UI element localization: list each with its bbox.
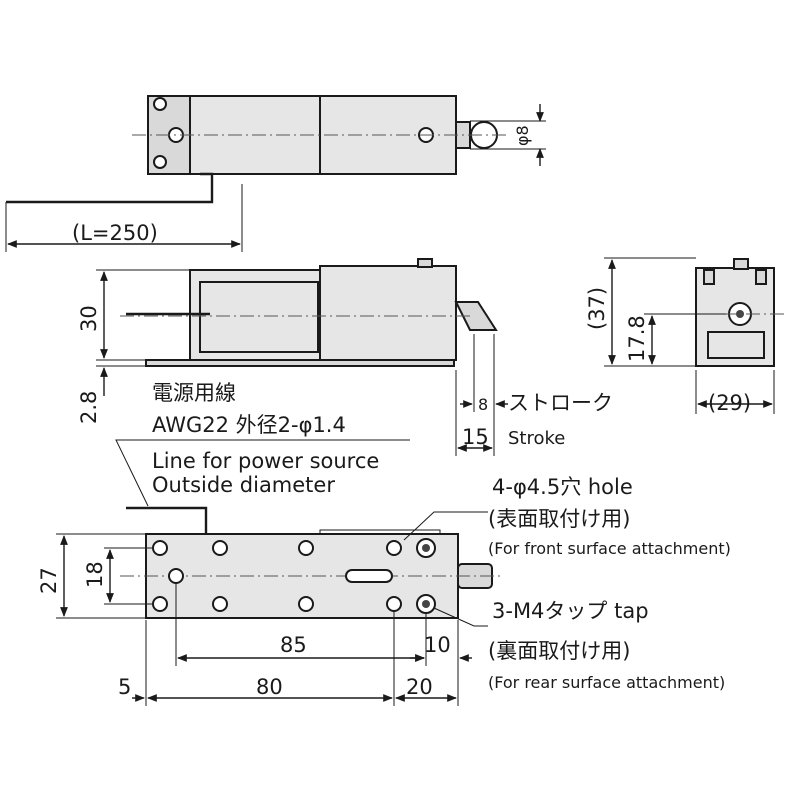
- label-dim-20: 20: [406, 675, 433, 699]
- label-dim-80: 80: [256, 675, 283, 699]
- front-slot: [345, 569, 393, 583]
- side-body-section: [319, 265, 457, 361]
- front-screw-5: [298, 540, 314, 556]
- tap-leader: [433, 607, 488, 627]
- label-power-jp: 電源用線: [152, 381, 236, 405]
- label-dim-10: 10: [424, 633, 451, 657]
- top-body-section: [319, 95, 457, 175]
- label-top-dia: φ8: [513, 125, 532, 146]
- label-stroke-15: 15: [462, 425, 489, 449]
- front-view: 27 18 85 10 5 80 20: [37, 506, 500, 706]
- label-power-en1: Line for power source: [152, 449, 379, 473]
- front-screw-4: [212, 540, 228, 556]
- front-wire: [126, 506, 208, 534]
- front-screw-1: [152, 540, 168, 556]
- side-coil-window: [199, 281, 319, 353]
- label-stroke-jp: ストローク: [508, 391, 613, 415]
- label-dim-18: 18: [83, 561, 107, 588]
- side-view: 30 2.8 8 ストローク 15 Stroke: [77, 258, 613, 456]
- top-view: (L=250) φ8: [5, 95, 546, 252]
- label-rear-jp: (裏面取付け用): [488, 639, 630, 663]
- label-dim-85: 85: [280, 633, 307, 657]
- label-height-17-8: 17.8: [625, 315, 649, 362]
- label-power-en2: Outside diameter: [152, 473, 335, 497]
- end-window: [707, 331, 765, 359]
- label-tap: 3-M4タップ tap: [492, 599, 649, 623]
- side-plunger: [454, 301, 498, 331]
- front-screw-8: [386, 540, 402, 556]
- label-width-29: (29): [708, 391, 751, 415]
- top-screw-3: [153, 155, 167, 169]
- label-stroke-en: Stroke: [508, 428, 565, 449]
- label-rear-en: (For rear surface attachment): [488, 673, 725, 692]
- side-base-plate: [145, 359, 455, 367]
- side-top-nub: [417, 258, 433, 268]
- front-screw-2: [168, 568, 184, 584]
- right-notes: 4-φ4.5穴 hole (表面取付け用) (For front surface…: [488, 475, 731, 692]
- top-screw-1: [153, 97, 167, 111]
- front-screw-7: [298, 596, 314, 612]
- label-dim-5: 5: [118, 675, 131, 699]
- label-front-jp: (表面取付け用): [488, 507, 630, 531]
- hole-leader: [403, 511, 488, 541]
- front-screw-6: [212, 596, 228, 612]
- label-front-en: (For front surface attachment): [488, 539, 731, 558]
- power-line-note: 電源用線 AWG22 外径2-φ1.4 Line for power sourc…: [115, 381, 410, 507]
- label-stroke-8: 8: [478, 395, 488, 414]
- label-height-37: (37): [585, 287, 609, 330]
- label-dim-27: 27: [37, 567, 61, 594]
- front-screw-9: [386, 596, 402, 612]
- label-power-awg: AWG22 外径2-φ1.4: [152, 413, 346, 437]
- end-view: (37) 17.8 (29): [585, 257, 786, 415]
- label-height-30: 30: [77, 305, 101, 332]
- label-hole: 4-φ4.5穴 hole: [492, 475, 633, 499]
- power-leader: [115, 439, 410, 507]
- label-wire-length: (L=250): [72, 221, 158, 245]
- label-height-2-8: 2.8: [77, 391, 101, 424]
- top-wire: [6, 172, 214, 204]
- front-screw-3: [152, 596, 168, 612]
